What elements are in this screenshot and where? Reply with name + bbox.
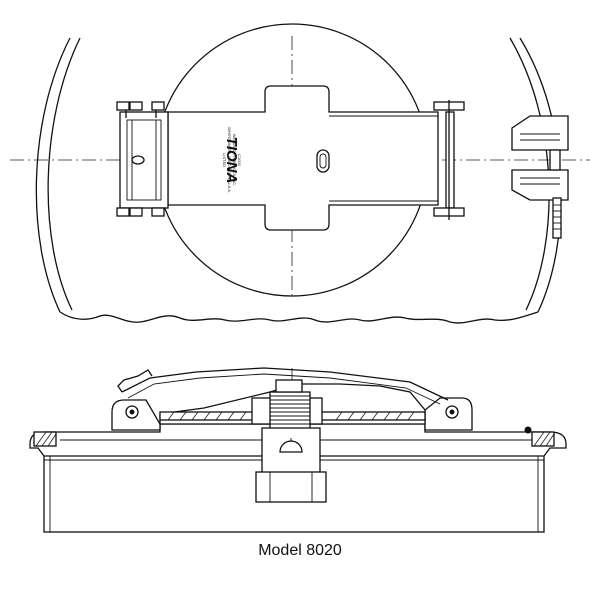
plate-line-2: WELDING PRODUCTS, INC.	[232, 134, 237, 186]
break-line	[59, 311, 539, 324]
nameplate: C1000 WELDING PRODUCTS, INC. WHITEWATER,…	[222, 127, 242, 193]
swing-bolt-clamp	[511, 115, 569, 239]
hinge-pivot-left	[111, 399, 161, 431]
brand-logo: TIONA	[223, 137, 240, 184]
vent-cap-assembly	[251, 379, 327, 503]
brand-logo-text: TIONA	[223, 137, 240, 184]
flange-bolt-dot	[524, 426, 532, 434]
section-view	[29, 367, 567, 533]
left-hinge-bracket	[116, 101, 169, 217]
latch-arm	[121, 367, 449, 401]
tank-inner-arc-left	[47, 37, 81, 311]
model-caption: Model 8020	[258, 542, 342, 559]
lid-arm-plate	[167, 85, 439, 231]
gasket-left	[33, 431, 57, 447]
latch-arm-inner	[127, 373, 441, 405]
latch-handle-tip	[117, 369, 153, 393]
plate-line-1: C1000	[237, 154, 242, 167]
center-slot	[316, 149, 330, 173]
top-view: TIONA C1000 WELDING PRODUCTS, INC. WHITE…	[10, 23, 590, 324]
tank-outer-arc-left	[35, 37, 71, 313]
gasket-right	[531, 431, 555, 447]
hinge-pivot-right	[424, 397, 473, 431]
right-hinge-pin	[433, 100, 465, 220]
plate-line-3: WHITEWATER, WISCONSIN, U.S.A.	[227, 127, 232, 193]
center-slot-inner	[319, 153, 327, 169]
plate-line-4: LISTED	[222, 153, 227, 167]
